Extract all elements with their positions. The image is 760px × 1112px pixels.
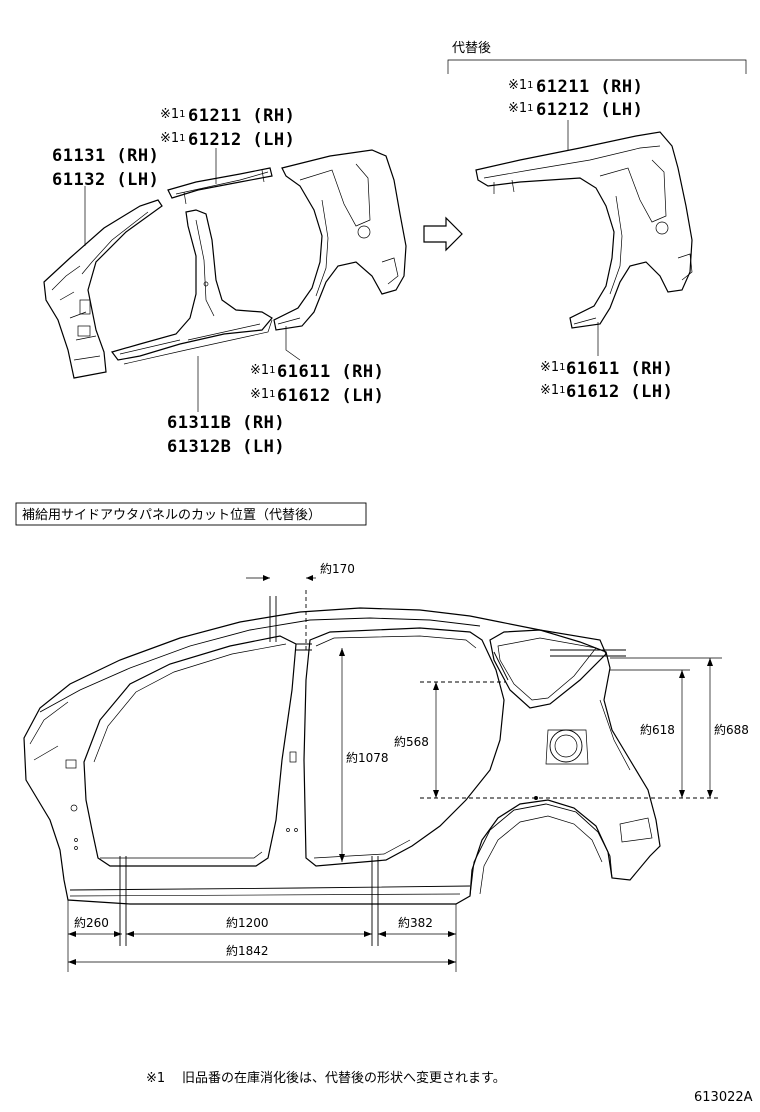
- after-bracket: [447, 59, 747, 74]
- svg-text:約1842: 約1842: [226, 943, 269, 958]
- dimension-1078: 約1078: [339, 648, 389, 862]
- replacement-arrow-icon: [423, 216, 463, 252]
- svg-text:約260: 約260: [74, 915, 109, 930]
- svg-text:61212 (LH): 61212 (LH): [536, 100, 643, 120]
- roof-rail-label-after: ※11 61211 (RH) ※11 61212 (LH): [508, 77, 643, 120]
- exploded-view-before: [43, 148, 407, 412]
- dimension-1842: 約1842: [68, 943, 456, 965]
- dimension-1200: 約1200: [126, 915, 372, 937]
- section-label: 補給用サイドアウタパネルのカット位置（代替後）: [22, 508, 321, 523]
- dimension-688: 約688: [610, 657, 749, 798]
- svg-text:約170: 約170: [320, 561, 355, 576]
- svg-text:旧品番の在庫消化後は、代替後の形状へ変更されます。: 旧品番の在庫消化後は、代替後の形状へ変更されます。: [182, 1070, 506, 1086]
- front-pillar-label: 61131 (RH) 61132 (LH): [52, 146, 159, 190]
- svg-text:※11: ※11: [540, 360, 566, 375]
- svg-text:61612 (LH): 61612 (LH): [277, 386, 384, 406]
- svg-text:約1200: 約1200: [226, 915, 269, 930]
- quarter-panel-label-after: ※11 61611 (RH) ※11 61612 (LH): [540, 359, 673, 402]
- dimension-618: 約618: [610, 669, 690, 798]
- svg-text:※11: ※11: [540, 383, 566, 398]
- svg-text:※1: ※1: [146, 1071, 165, 1086]
- front-pillar-part: [43, 199, 163, 379]
- svg-text:約618: 約618: [640, 722, 675, 737]
- svg-text:※11: ※11: [508, 101, 534, 116]
- after-parts: [475, 131, 693, 329]
- svg-text:61611 (RH): 61611 (RH): [277, 362, 384, 382]
- svg-text:※11: ※11: [250, 387, 276, 402]
- dimension-260: 約260: [67, 900, 122, 972]
- svg-text:※11: ※11: [508, 78, 534, 93]
- svg-text:※11: ※11: [250, 363, 276, 378]
- svg-text:61211 (RH): 61211 (RH): [188, 106, 295, 126]
- svg-text:約688: 約688: [714, 722, 749, 737]
- svg-text:61612 (LH): 61612 (LH): [566, 382, 673, 402]
- svg-text:※11: ※11: [160, 107, 186, 122]
- svg-text:約568: 約568: [394, 734, 429, 749]
- roof-rail-part-before: [167, 167, 273, 205]
- svg-text:61211 (RH): 61211 (RH): [536, 77, 643, 97]
- dimension-382: 約382: [378, 904, 457, 972]
- svg-text:61212 (LH): 61212 (LH): [188, 130, 295, 150]
- section-label-box: [15, 502, 367, 526]
- center-pillar-rocker-part: [110, 209, 273, 365]
- svg-text:61312B (LH): 61312B (LH): [167, 437, 285, 457]
- svg-text:61132 (LH): 61132 (LH): [52, 170, 159, 190]
- side-outer-panel: [23, 607, 661, 905]
- figure-code: 613022A: [694, 1090, 753, 1105]
- svg-text:61131 (RH): 61131 (RH): [52, 146, 159, 166]
- svg-text:61311B (RH): 61311B (RH): [167, 413, 285, 433]
- svg-text:約1078: 約1078: [346, 750, 389, 765]
- after-title: 代替後: [452, 41, 491, 56]
- dimension-568: 約568: [394, 681, 720, 799]
- quarter-panel-part-before: [273, 149, 407, 331]
- roof-rail-label-before: ※11 61211 (RH) ※11 61212 (LH): [160, 106, 295, 150]
- footnote: ※1 旧品番の在庫消化後は、代替後の形状へ変更されます。: [146, 1070, 506, 1086]
- svg-text:※11: ※11: [160, 131, 186, 146]
- svg-text:61611 (RH): 61611 (RH): [566, 359, 673, 379]
- svg-text:約382: 約382: [398, 915, 433, 930]
- rocker-label: 61311B (RH) 61312B (LH): [167, 413, 285, 457]
- cut-lines: [119, 596, 626, 946]
- dimension-170: 約170: [246, 561, 355, 650]
- quarter-panel-label-before: ※11 61611 (RH) ※11 61612 (LH): [250, 362, 384, 406]
